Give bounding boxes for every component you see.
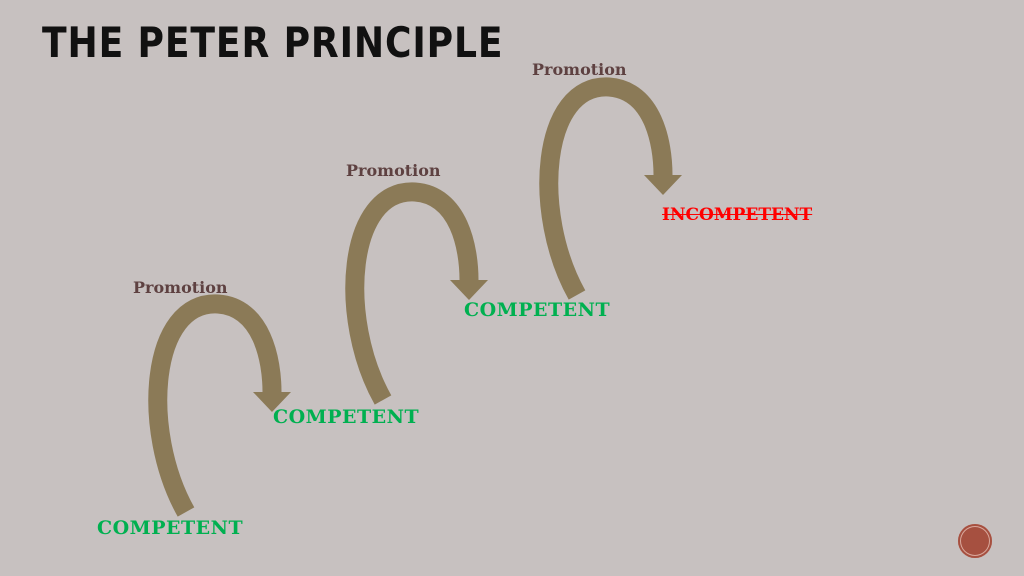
promotion-arrow-3 xyxy=(549,87,682,295)
slide-logo-badge xyxy=(958,524,992,558)
promotion-label-1: Promotion xyxy=(133,278,228,297)
promotion-label-3: Promotion xyxy=(532,60,627,79)
competent-label-1: COMPETENT xyxy=(97,517,244,539)
incompetent-label: INCOMPETENT xyxy=(662,205,813,225)
promotion-arrow-1 xyxy=(158,304,291,512)
competent-label-3: COMPETENT xyxy=(464,299,611,321)
promotion-label-2: Promotion xyxy=(346,161,441,180)
competent-label-2: COMPETENT xyxy=(273,406,420,428)
promotion-arrow-2 xyxy=(355,192,488,400)
slide-title: THE PETER PRINCIPLE xyxy=(42,18,504,67)
